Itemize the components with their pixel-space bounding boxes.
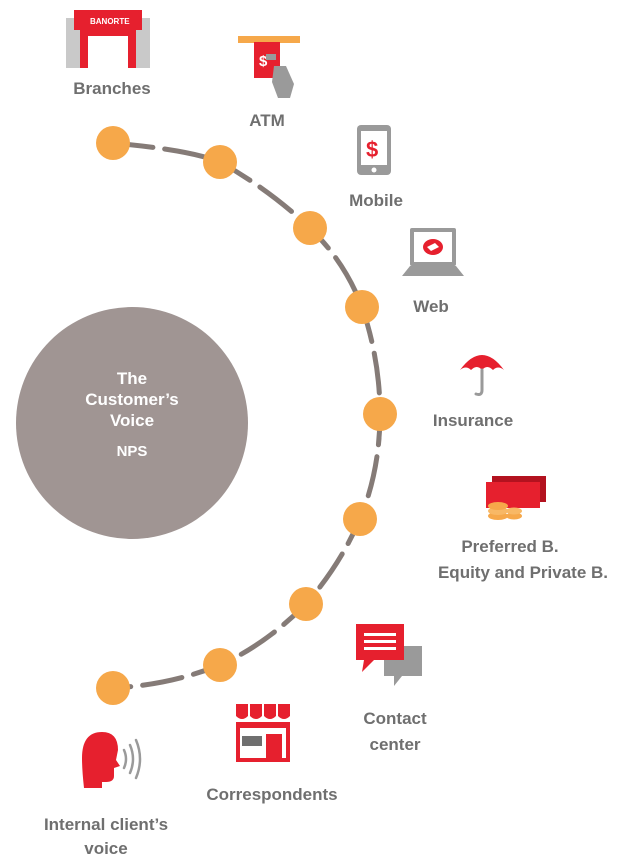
center-circle <box>16 307 248 539</box>
svg-text:$: $ <box>366 137 378 162</box>
center-line-2: Customer’s <box>85 390 179 409</box>
arc-dot-1 <box>96 126 130 160</box>
label-preferred-1: Preferred B. <box>461 537 559 556</box>
arc-dot-4 <box>345 290 379 324</box>
svg-text:$: $ <box>259 53 268 70</box>
center-text: The Customer’s Voice NPS <box>16 368 248 462</box>
label-preferred-2: Equity and Private B. <box>437 563 609 582</box>
label-insurance: Insurance <box>432 411 514 430</box>
umbrella-icon <box>460 355 504 396</box>
arc-dot-6 <box>343 502 377 536</box>
atm-icon: $ <box>238 36 300 98</box>
arc-dot-2 <box>203 145 237 179</box>
label-branches: Branches <box>73 79 151 98</box>
arc-dot-3 <box>293 211 327 245</box>
center-line-3: Voice <box>109 411 155 430</box>
branch-sign-text: BANORTE <box>90 17 130 26</box>
arc-dot-9 <box>96 671 130 705</box>
arc-dot-7 <box>289 587 323 621</box>
branch-icon: BANORTE <box>66 10 150 68</box>
label-contact-2: center <box>369 735 421 754</box>
label-atm: ATM <box>249 111 285 130</box>
label-web: Web <box>413 297 449 316</box>
chat-icon <box>356 624 422 686</box>
arc-dot-8 <box>203 648 237 682</box>
center-sub: NPS <box>116 443 148 460</box>
label-contact-1: Contact <box>363 709 427 728</box>
label-internal-2: voice <box>84 839 128 858</box>
store-icon <box>236 704 290 762</box>
arc-dot-5 <box>363 397 397 431</box>
label-correspondents: Correspondents <box>206 785 338 804</box>
voice-icon <box>82 732 142 788</box>
label-internal-1: Internal client’s <box>43 815 169 834</box>
label-mobile: Mobile <box>349 191 403 210</box>
web-icon <box>402 228 464 276</box>
money-icon <box>486 476 546 520</box>
mobile-icon: $ <box>357 125 391 175</box>
center-line-1: The <box>116 369 148 388</box>
